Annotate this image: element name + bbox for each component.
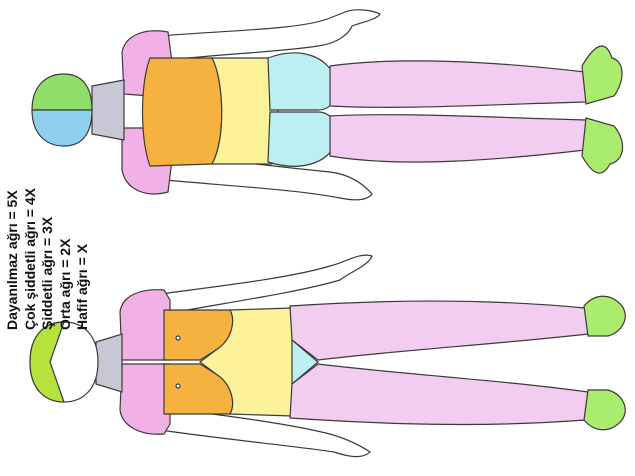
back-neck <box>92 80 124 140</box>
back-foot-bottom <box>582 118 623 173</box>
front-foot-top <box>584 296 625 336</box>
back-buttock-bottom <box>268 112 337 166</box>
back-leg-top <box>330 61 588 107</box>
legend-item-unbearable: Dayanılmaz ağrı = 5X <box>4 30 22 330</box>
legend-item-mild: Hafif ağrı = X <box>74 30 92 330</box>
back-buttock-top <box>268 53 337 110</box>
figure-back-view <box>32 10 623 200</box>
front-foot-bottom <box>584 390 625 430</box>
front-nipple-top <box>176 336 180 340</box>
legend-item-moderate: Orta ağrı = 2X <box>57 30 75 330</box>
front-leg-bottom <box>290 364 588 424</box>
front-neck <box>96 334 122 392</box>
legend-item-very-severe: Çok şiddetli ağrı = 4X <box>22 30 40 330</box>
back-leg-bottom <box>330 115 588 162</box>
legend-item-severe: Şiddetli ağrı = 3X <box>39 30 57 330</box>
back-foot-top <box>582 46 622 104</box>
pain-scale-legend: Dayanılmaz ağrı = 5X Çok şiddetli ağrı =… <box>4 30 92 330</box>
front-shoulder-top <box>120 290 170 360</box>
front-leg-top <box>290 301 588 360</box>
back-upper-arm <box>160 10 380 60</box>
back-upper-back <box>143 58 222 166</box>
figure-front-view <box>30 255 625 457</box>
front-shoulder-bottom <box>120 364 170 434</box>
front-nipple-bottom <box>176 384 180 388</box>
